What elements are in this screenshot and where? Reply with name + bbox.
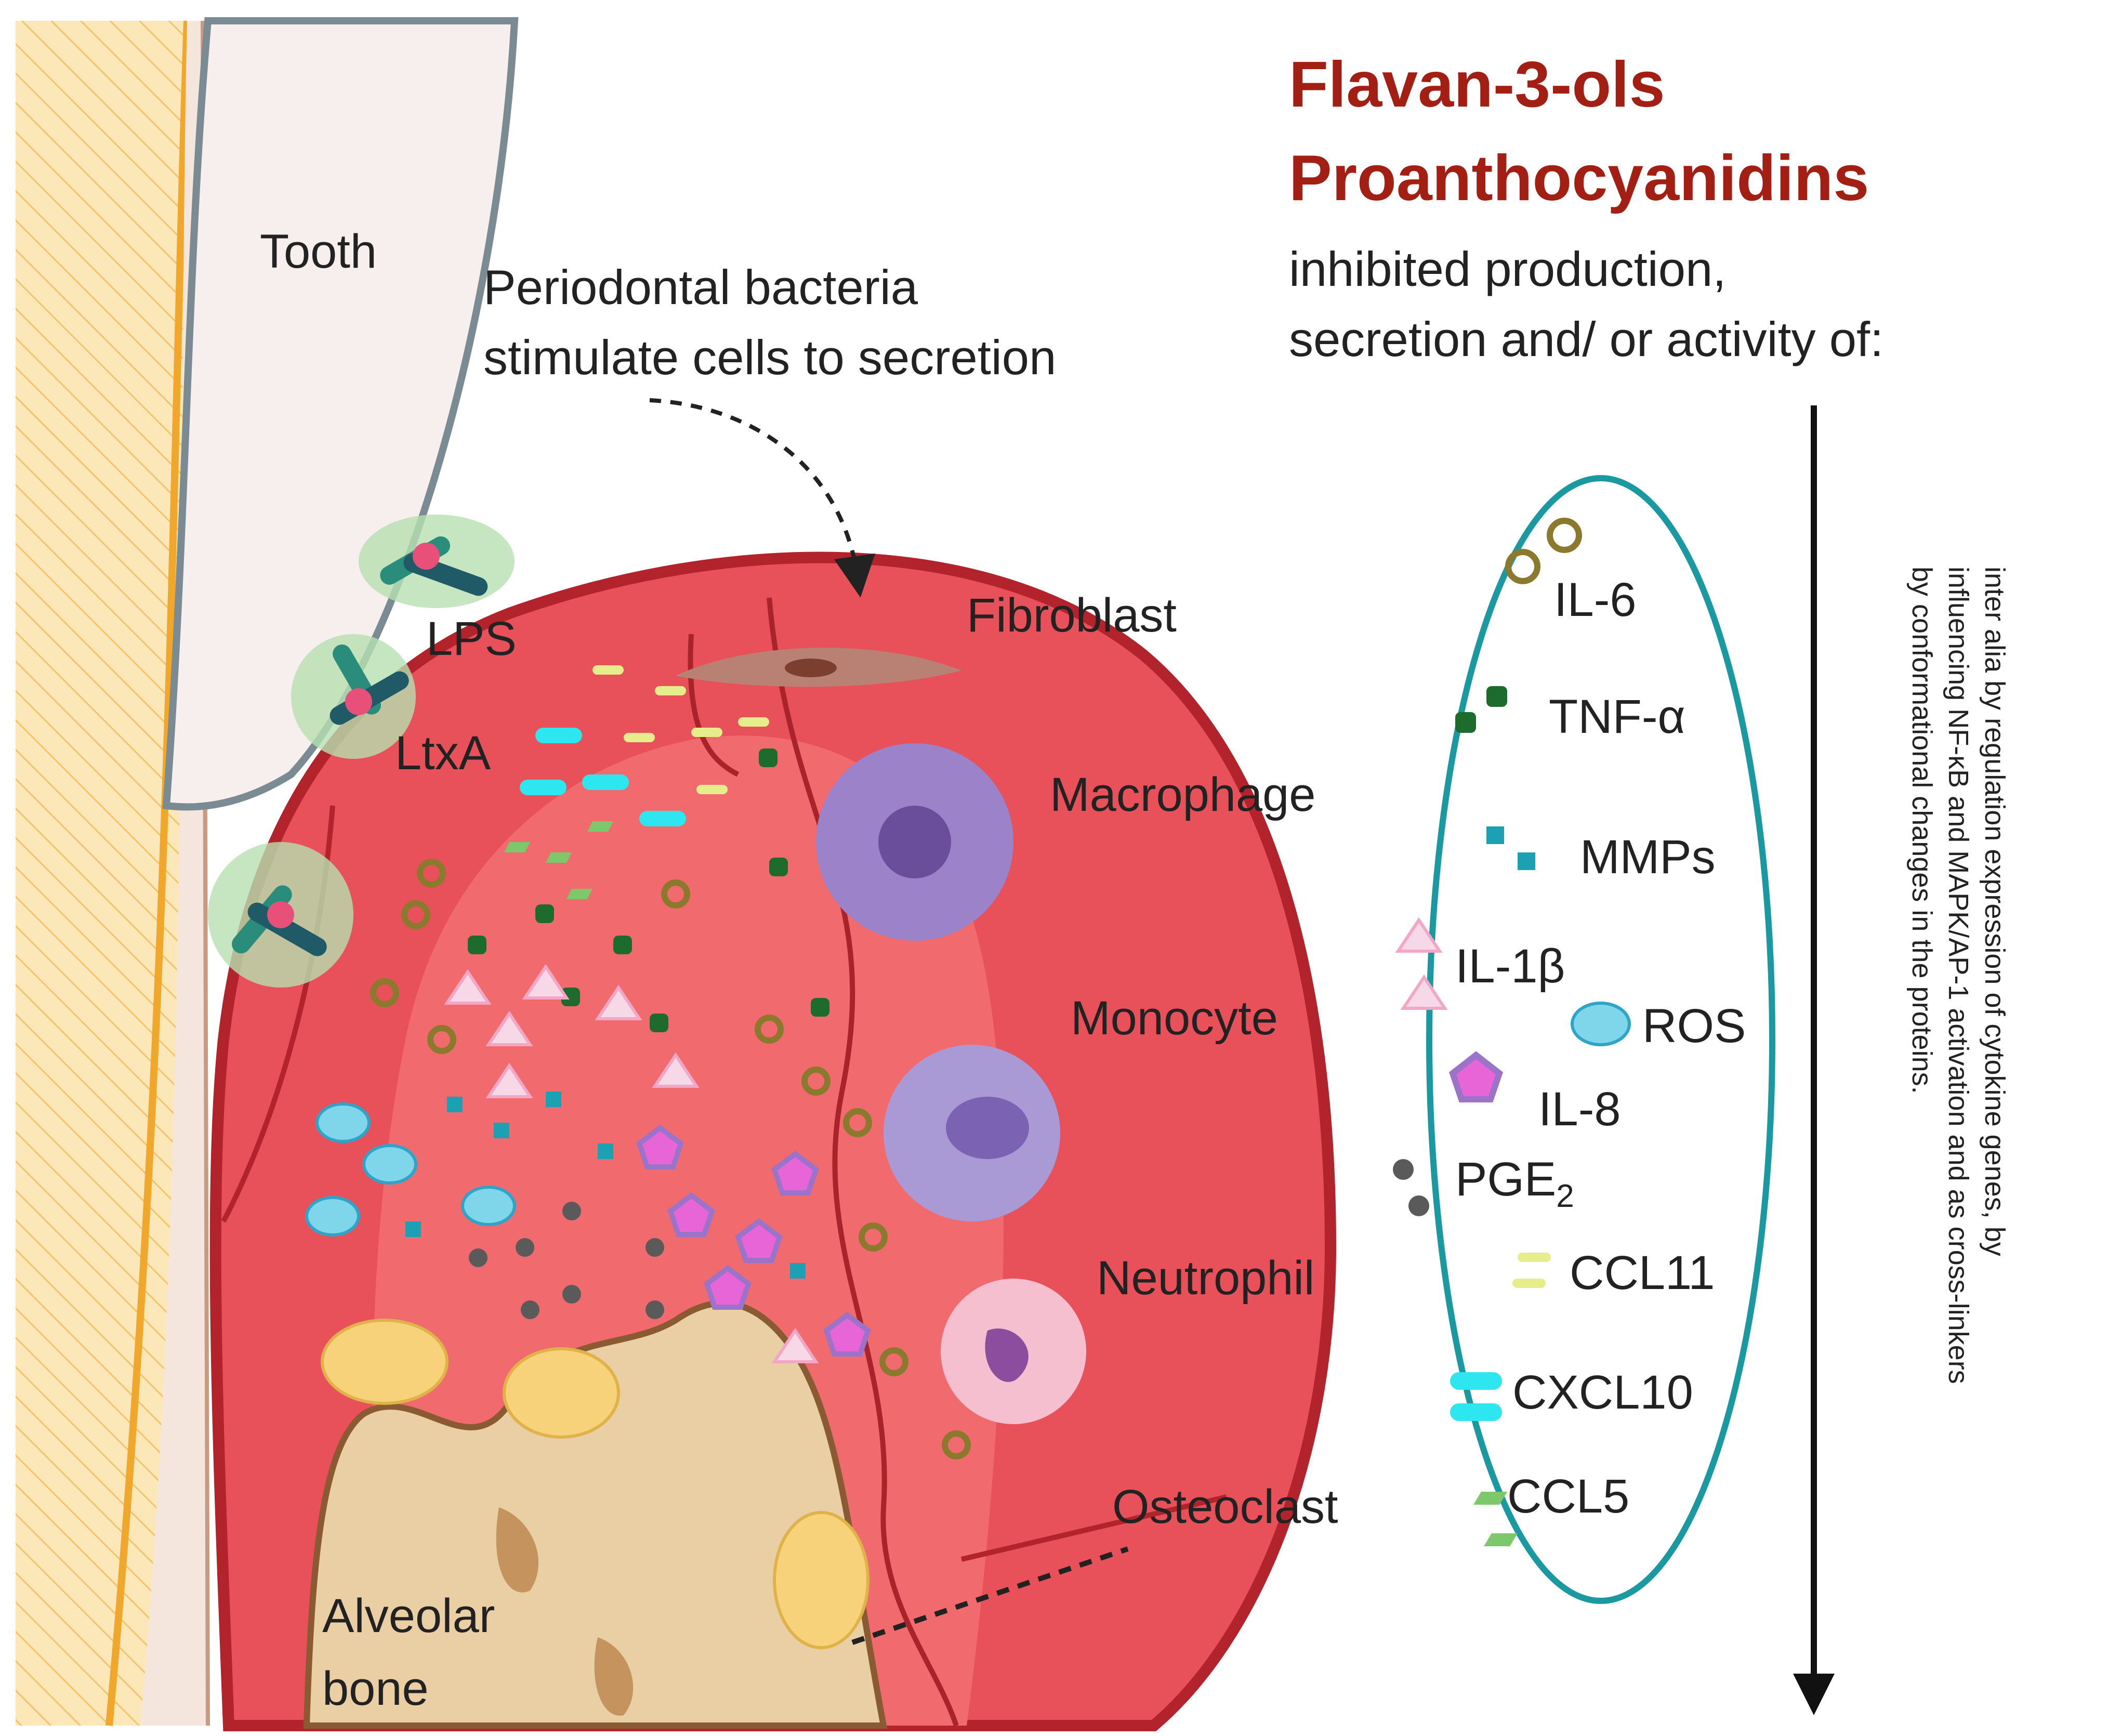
blue-oval-icon: [1571, 1002, 1631, 1046]
alveolar-bone: [303, 1300, 888, 1729]
yellow-dash-icon: [1512, 1279, 1546, 1288]
legend-label-il6: IL-6: [1554, 573, 1637, 626]
teal-square-icon: [1518, 852, 1535, 870]
teal-square-icon: [1486, 826, 1504, 844]
grey-dot-icon: [1393, 1159, 1414, 1180]
lps-label: LPS: [426, 612, 517, 665]
legend-label-pge-base: PGE: [1455, 1153, 1556, 1206]
pink-triangle-icon: [1395, 917, 1443, 953]
legend-label-cxcl10: CXCL10: [1512, 1366, 1693, 1419]
dark-green-square-icon: [1486, 686, 1507, 707]
tooth-root: [16, 20, 210, 1726]
tooth: [162, 17, 519, 811]
ltxa-label: LtxA: [395, 727, 491, 780]
neutrophil-label: Neutrophil: [1097, 1252, 1314, 1305]
bacteria-label-line2: stimulate cells to secretion: [483, 330, 1056, 385]
legend-label-pge-subscript: 2: [1556, 1178, 1574, 1214]
mechanism-note: inter alia by regulation expression of c…: [1906, 567, 2010, 1384]
olive-ring-icon: [1505, 549, 1540, 584]
legend-icons: [1393, 518, 1631, 1546]
osteoclast-label: Osteoclast: [1112, 1480, 1338, 1533]
dashed-pointers: [649, 398, 1129, 1645]
legend-label-pge2: PGE2: [1455, 1153, 1574, 1214]
title-line1: Flavan-3-ols: [1289, 49, 1665, 121]
title-line2: Proanthocyanidins: [1289, 142, 1869, 214]
alveolar-label-line1: Alveolar: [322, 1589, 495, 1642]
monocyte-label: Monocyte: [1071, 992, 1278, 1045]
dark-green-square-icon: [1455, 712, 1476, 733]
mechanism-note-line2: influencing NF-κB and MAPK/AP-1 activati…: [1943, 567, 1974, 1384]
legend-label-ccl5: CCL5: [1507, 1470, 1629, 1523]
bacteria-clusters: [208, 515, 515, 988]
bacteria-label-line1: Periodontal bacteria: [483, 260, 918, 314]
green-parallelogram-icon: [1484, 1533, 1518, 1546]
alveolar-label-line2: bone: [322, 1662, 429, 1715]
cyan-bar-icon: [1450, 1403, 1502, 1421]
osteoclast-cells: [321, 1319, 869, 1649]
macrophage-label: Macrophage: [1050, 768, 1315, 821]
subtitle-line1: inhibited production,: [1289, 242, 1726, 296]
subtitle-line2: secretion and/ or activity of:: [1289, 312, 1883, 366]
monocyte-cell: [884, 1045, 1060, 1221]
fibroblast-cell: [676, 648, 961, 687]
mediator-particles: [305, 665, 971, 1459]
inhibition-arrow: [1793, 405, 1835, 1715]
legend-label-ccl11: CCL11: [1570, 1246, 1715, 1299]
mechanism-note-line1: inter alia by regulation expression of c…: [1979, 567, 2010, 1256]
legend-label-tnfa: TNF-α: [1549, 690, 1685, 743]
neutrophil-cell: [941, 1279, 1086, 1424]
purple-pentagon-icon: [1448, 1051, 1504, 1102]
legend-label-il1b: IL-1β: [1455, 940, 1565, 993]
mechanism-note-line3: by conformational changes in the protein…: [1906, 567, 1938, 1094]
yellow-dash-icon: [1518, 1253, 1551, 1262]
macrophage-cell: [816, 743, 1013, 941]
olive-ring-icon: [1547, 518, 1582, 553]
legend-label-mmps: MMPs: [1580, 831, 1716, 884]
legend-label-ros: ROS: [1642, 999, 1746, 1053]
green-parallelogram-icon: [1473, 1492, 1507, 1505]
legend-label-il8: IL-8: [1538, 1083, 1621, 1136]
cyan-bar-icon: [1450, 1372, 1502, 1390]
pink-triangle-icon: [1400, 974, 1448, 1010]
grey-dot-icon: [1408, 1195, 1429, 1216]
tooth-label: Tooth: [260, 225, 377, 278]
fibroblast-label: Fibroblast: [967, 589, 1177, 642]
